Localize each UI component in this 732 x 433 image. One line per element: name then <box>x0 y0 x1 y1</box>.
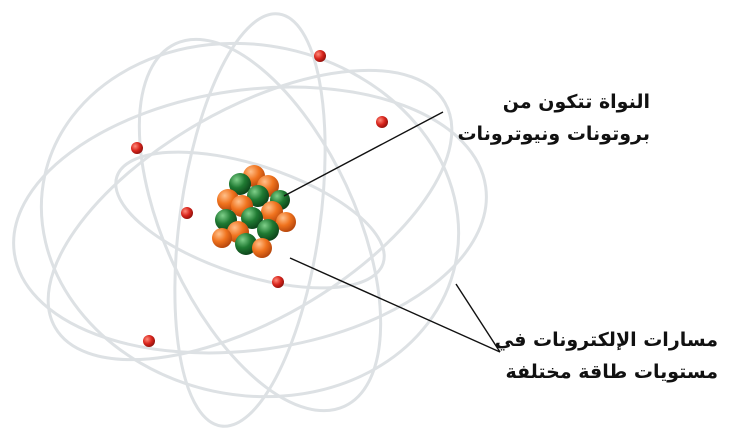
orbits-label-line-1: مسارات الإلكترونات في <box>495 324 718 356</box>
nucleus-label-line-1: النواة تتكون من <box>457 86 650 118</box>
nucleus-leader-line <box>284 112 443 196</box>
proton <box>212 228 232 248</box>
electron <box>314 50 326 62</box>
nucleus-label: النواة تتكون من بروتونات ونيوترونات <box>457 86 650 150</box>
nucleus-label-line-2: بروتونات ونيوترونات <box>457 118 650 150</box>
electron <box>143 335 155 347</box>
orbits-label: مسارات الإلكترونات في مستويات طاقة مختلف… <box>495 324 718 388</box>
neutron <box>257 219 279 241</box>
electron <box>131 142 143 154</box>
electron <box>181 207 193 219</box>
nucleus <box>212 165 296 258</box>
electron <box>272 276 284 288</box>
proton <box>252 238 272 258</box>
electron <box>376 116 388 128</box>
orbits-label-line-2: مستويات طاقة مختلفة <box>495 356 718 388</box>
proton <box>276 212 296 232</box>
